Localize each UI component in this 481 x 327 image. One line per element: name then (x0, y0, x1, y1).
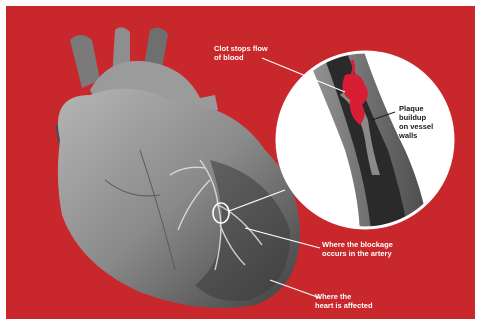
label-clot: Clot stops flow of blood (214, 44, 268, 62)
label-plaque: Plaque buildup on vessel walls (399, 104, 433, 140)
label-heart: Where the heart is affected (315, 292, 373, 310)
label-blockage: Where the blockage occurs in the artery (322, 240, 393, 258)
